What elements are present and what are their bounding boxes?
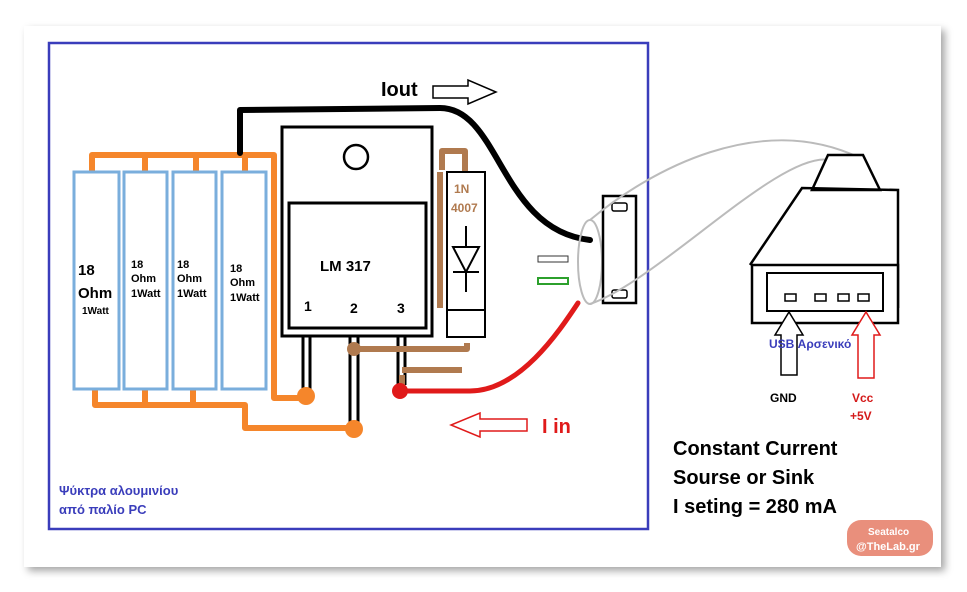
vcc-voltage-label: +5V: [850, 409, 872, 423]
pin-3-label: 3: [397, 300, 405, 316]
junction-pin2: [345, 420, 363, 438]
vcc-arrow: [850, 310, 882, 379]
resistor-2-value: 18: [131, 259, 143, 271]
watermark-line-1: Seatalco: [868, 527, 909, 538]
title-line-1: Constant Current: [673, 438, 838, 460]
pin-1-leg: [301, 336, 312, 392]
regulator-label: LM 317: [320, 258, 371, 275]
red-junction: [392, 383, 408, 399]
resistor-1-watt: 1Watt: [82, 306, 110, 317]
orange-bottom-bus: [92, 385, 354, 431]
pin-2-label: 2: [350, 300, 358, 316]
gnd-arrow: [773, 310, 805, 376]
vcc-label: Vcc: [852, 391, 874, 405]
pin-1-label: 1: [304, 298, 312, 314]
iout-arrow: [432, 78, 498, 106]
usb-label: USB Αρσενικό: [769, 337, 851, 351]
orange-top-bus: [89, 152, 308, 401]
junction-pin1: [297, 387, 315, 405]
resistor-4-unit: Ohm: [230, 277, 255, 289]
iin-arrow: [449, 411, 528, 439]
diode-1n4007: [446, 171, 486, 338]
red-input-wire: [394, 300, 581, 394]
iin-label: I in: [542, 416, 571, 438]
diode-label-1: 1N: [454, 182, 469, 196]
heatsink-frame: [47, 41, 650, 531]
cable-gnd-strip: [537, 255, 569, 263]
resistor-2-unit: Ohm: [131, 273, 156, 285]
resistor-4: [220, 170, 268, 391]
resistor-4-watt: 1Watt: [230, 292, 260, 304]
gnd-label: GND: [770, 391, 797, 405]
heatsink-caption-2: από παλίο PC: [59, 502, 147, 517]
lm317-regulator: [280, 125, 434, 338]
watermark-badge: [847, 520, 933, 556]
resistor-4-value: 18: [230, 263, 242, 275]
resistor-2: [122, 170, 169, 391]
resistor-1-value: 18: [78, 262, 95, 279]
black-output-wire: [237, 105, 593, 243]
cable-clamp: [601, 194, 638, 305]
resistor-1-unit: Ohm: [78, 285, 112, 302]
iout-label: Iout: [381, 79, 418, 101]
resistor-3-value: 18: [177, 259, 189, 271]
title-line-2: Sourse or Sink: [673, 467, 815, 489]
brown-diode-top: [439, 148, 468, 172]
resistor-1: [72, 170, 121, 391]
watermark-line-2: @TheLab.gr: [856, 541, 921, 553]
usb-plug: [748, 153, 900, 325]
brown-diode-wire: [354, 343, 470, 352]
usb-cable: [589, 139, 861, 305]
diode-label-2: 4007: [451, 201, 478, 215]
title-line-3: I seting = 280 mA: [673, 496, 837, 518]
resistor-3: [171, 170, 218, 391]
brown-junction: [347, 342, 361, 356]
heatsink-caption-1: Ψύκτρα αλουμινίου: [59, 483, 179, 498]
resistor-2-watt: 1Watt: [131, 288, 161, 300]
cable-vcc-strip: [537, 277, 569, 285]
resistor-3-unit: Ohm: [177, 273, 202, 285]
resistor-3-watt: 1Watt: [177, 288, 207, 300]
